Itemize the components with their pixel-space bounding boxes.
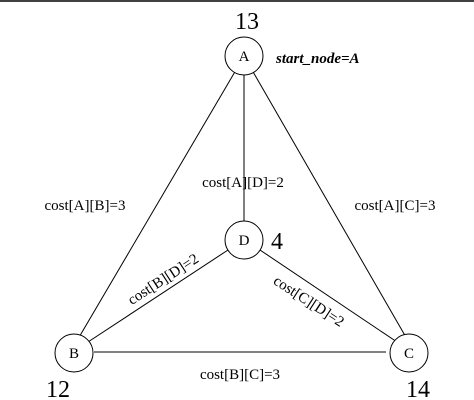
edge-b-d-label: cost[B][D]=2 — [125, 251, 202, 309]
node-b: B — [54, 333, 94, 373]
edge-b-d — [87, 249, 229, 343]
node-c-value: 14 — [406, 377, 430, 400]
start-node-label: start_node=A — [275, 51, 360, 67]
edge-a-c — [251, 69, 408, 340]
edge-c-d — [259, 249, 398, 343]
edge-a-b-label: cost[A][B]=3 — [45, 198, 126, 214]
node-b-circle — [54, 333, 94, 373]
node-a-circle — [224, 36, 264, 76]
node-d-label: D — [239, 233, 250, 249]
node-d-circle — [224, 220, 264, 260]
node-b-label: B — [69, 346, 79, 362]
node-a-value: 13 — [235, 9, 259, 35]
node-c-label: C — [404, 346, 414, 362]
node-b-value: 12 — [46, 377, 70, 400]
edge-a-b — [77, 69, 237, 340]
node-c: C — [389, 333, 429, 373]
node-d: D — [224, 220, 264, 260]
edge-a-d-label: cost[A][D]=2 — [202, 175, 284, 191]
node-d-value: 4 — [271, 229, 283, 255]
edge-a-c-label: cost[A][C]=3 — [355, 198, 436, 214]
node-c-circle — [389, 333, 429, 373]
edge-c-d-label: cost[C][D]=2 — [270, 273, 347, 331]
node-a: A — [224, 36, 264, 76]
node-a-label: A — [239, 49, 250, 65]
edge-b-c-label: cost[B][C]=3 — [200, 367, 280, 383]
